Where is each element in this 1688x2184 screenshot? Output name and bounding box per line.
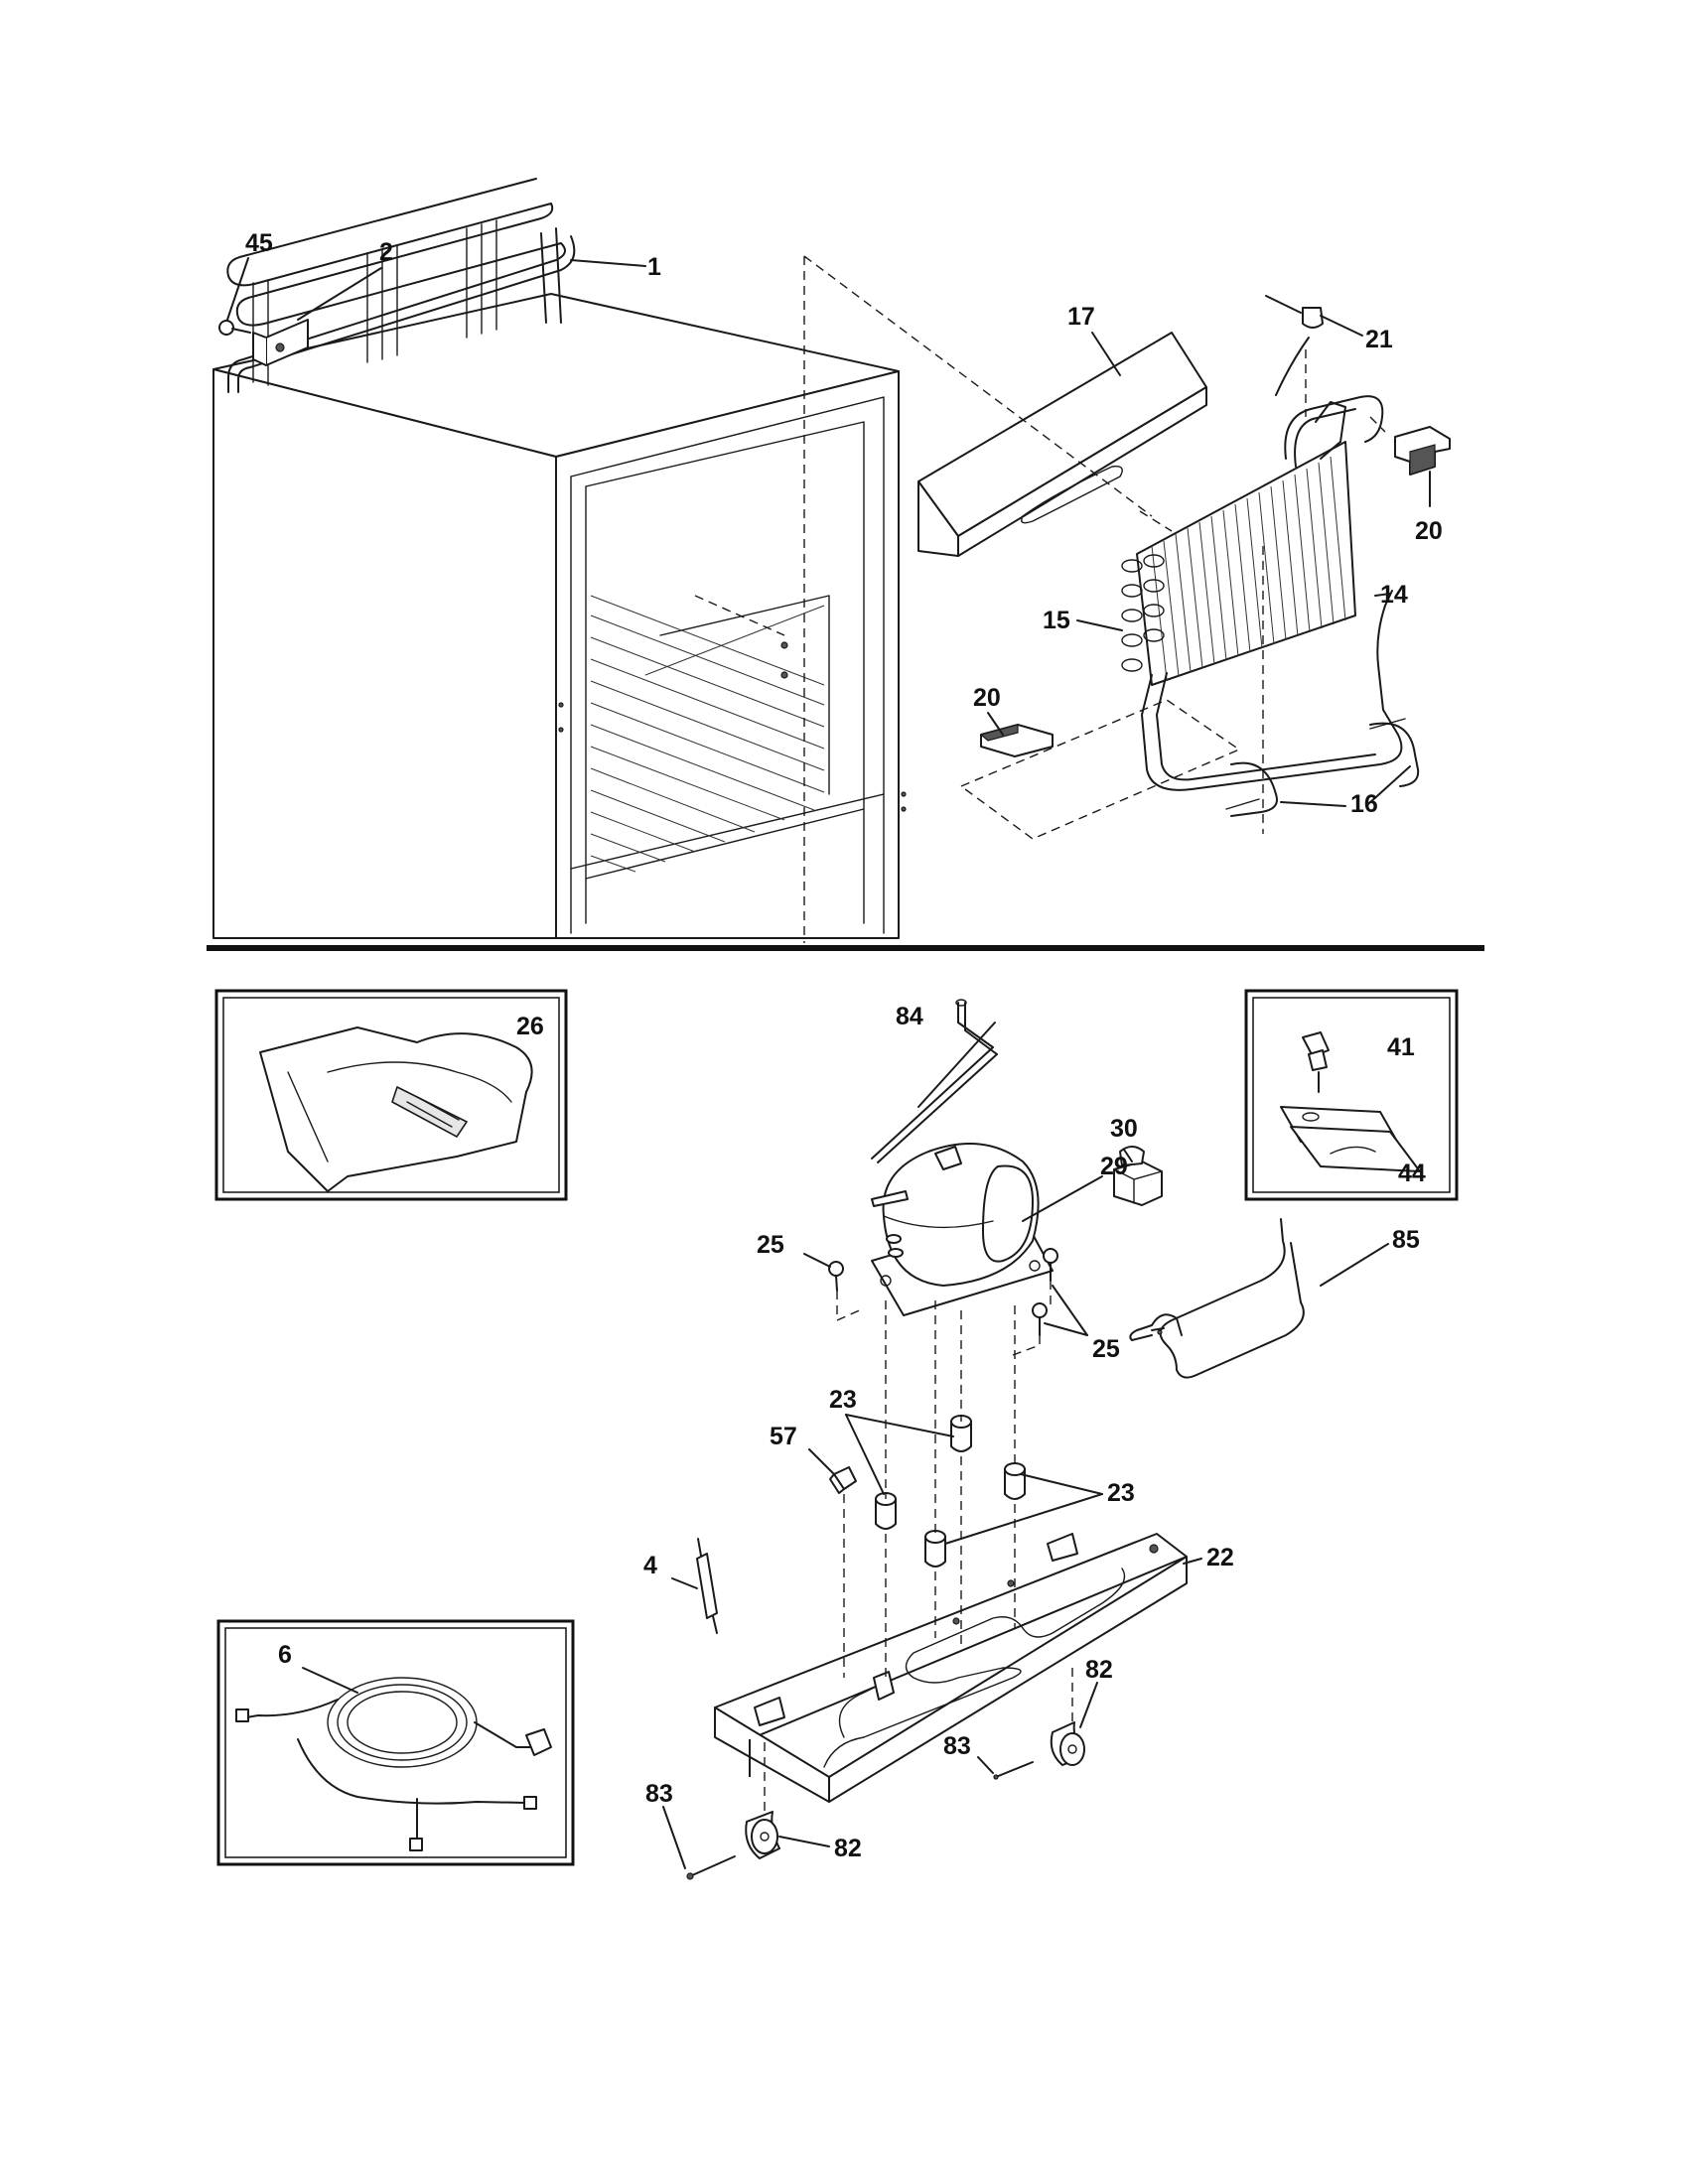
callout-20-left: 20 — [973, 684, 1001, 712]
condenser-bracket — [252, 319, 309, 366]
tubing-clip — [829, 1466, 857, 1494]
callout-20-right: 20 — [1415, 517, 1443, 545]
callout-14: 14 — [1380, 581, 1408, 609]
assembly-guide-lines — [694, 255, 1386, 943]
callout-25-left: 25 — [757, 1231, 784, 1259]
callout-57: 57 — [770, 1423, 797, 1450]
roller-axles — [686, 1761, 1034, 1880]
lower-assembly-guide-lines — [764, 1281, 1073, 1815]
refrigerator-cabinet — [212, 293, 907, 939]
inset-power-cord — [216, 1619, 575, 1866]
callout-44: 44 — [1398, 1160, 1426, 1187]
tube-cap — [1265, 295, 1324, 329]
callout-83-right: 83 — [943, 1732, 971, 1760]
callout-labels: 45 2 1 17 21 20 14 15 20 16 26 84 41 30 … — [245, 229, 1443, 1862]
callout-30: 30 — [1110, 1115, 1138, 1143]
callout-45: 45 — [245, 229, 273, 257]
heater-bracket — [1225, 718, 1406, 810]
evaporator — [1121, 395, 1384, 686]
callout-17: 17 — [1067, 303, 1095, 331]
screw — [218, 320, 251, 336]
callout-leaders — [226, 257, 1431, 1869]
inset-mount-bracket — [1244, 989, 1459, 1201]
callout-84: 84 — [896, 1003, 923, 1030]
callout-23-top: 23 — [829, 1386, 857, 1414]
callout-15: 15 — [1043, 607, 1070, 634]
callout-1: 1 — [647, 253, 661, 281]
compressor-mount-screws — [828, 1248, 1058, 1336]
evaporator-clip-right — [1394, 426, 1451, 476]
evaporator-clip-left — [979, 724, 1054, 757]
process-tube — [871, 999, 998, 1163]
callout-26: 26 — [516, 1013, 544, 1040]
suction-tube — [1275, 337, 1310, 396]
defrost-heater — [1141, 590, 1420, 817]
grommets — [875, 1415, 1026, 1568]
compressor — [871, 1143, 1054, 1316]
callout-21: 21 — [1365, 326, 1393, 353]
callout-83-left: 83 — [645, 1780, 673, 1808]
callout-41: 41 — [1387, 1033, 1415, 1061]
compressor-base-plate — [714, 1533, 1188, 1803]
callout-23-bottom: 23 — [1107, 1479, 1135, 1507]
callout-2: 2 — [379, 238, 393, 266]
callout-4: 4 — [643, 1552, 657, 1579]
callout-16: 16 — [1350, 790, 1378, 818]
callout-6: 6 — [278, 1641, 292, 1669]
callout-82-left: 82 — [834, 1835, 862, 1862]
discharge-tube — [1129, 1218, 1305, 1379]
evaporator-cover — [917, 332, 1207, 557]
callout-29: 29 — [1100, 1153, 1128, 1180]
callout-22: 22 — [1206, 1544, 1234, 1571]
inset-drain-pan — [214, 989, 568, 1201]
rollers — [745, 1721, 1085, 1859]
filter-drier — [696, 1538, 718, 1634]
callout-85: 85 — [1392, 1226, 1420, 1254]
callout-82-right: 82 — [1085, 1656, 1113, 1684]
callout-25-right: 25 — [1092, 1335, 1120, 1363]
